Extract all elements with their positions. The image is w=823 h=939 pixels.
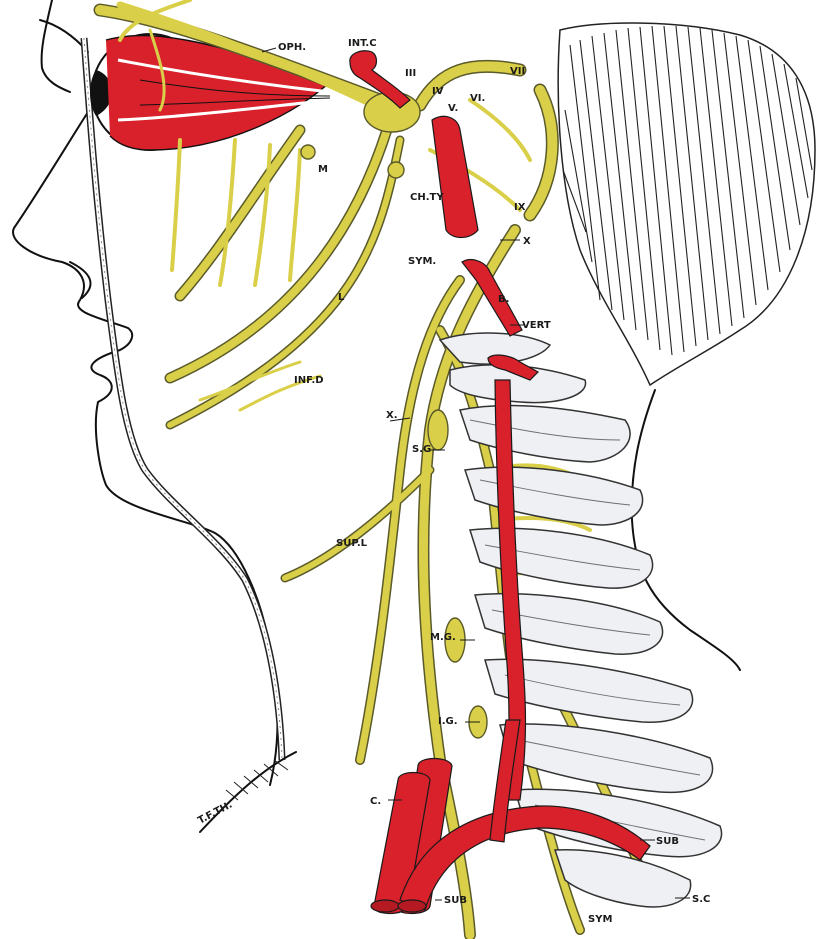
label-c: C. <box>370 796 381 807</box>
hair-hatching <box>558 23 815 385</box>
label-s-c: S.C <box>692 894 710 905</box>
label-s-g: S.G <box>412 444 431 455</box>
label-vert: VERT <box>522 320 551 331</box>
label-x-upper: X <box>523 236 531 247</box>
label-b: B. <box>498 294 509 305</box>
label-v: V. <box>448 103 458 114</box>
label-m-g: M.G. <box>430 632 456 643</box>
label-ix: IX <box>514 202 526 213</box>
label-sym-upper: SYM. <box>408 256 436 267</box>
label-ch-ty: CH.TY <box>410 192 444 203</box>
label-sub-lower: SUB <box>444 895 467 906</box>
label-int-c: INT.C <box>348 38 377 49</box>
label-iv: IV <box>432 86 444 97</box>
label-sym-lower: SYM <box>588 914 612 925</box>
signature-line <box>200 752 296 832</box>
label-l: L <box>338 292 345 303</box>
label-m: M <box>318 164 328 175</box>
label-signature: T.F.TH. <box>196 799 234 826</box>
label-i-g: I.G. <box>438 716 458 727</box>
signature-hatch <box>226 760 288 800</box>
label-oph: OPH. <box>278 42 306 53</box>
label-x-mid: X. <box>386 410 398 421</box>
label-vi: VI. <box>470 93 485 104</box>
label-sup-l: SUP.L <box>336 538 368 549</box>
label-iii: III <box>405 68 416 79</box>
label-sub-right: SUB <box>656 836 679 847</box>
forehead-outline <box>42 0 70 92</box>
label-vii: VII <box>510 66 525 77</box>
label-inf-d: INF.D <box>294 375 324 386</box>
